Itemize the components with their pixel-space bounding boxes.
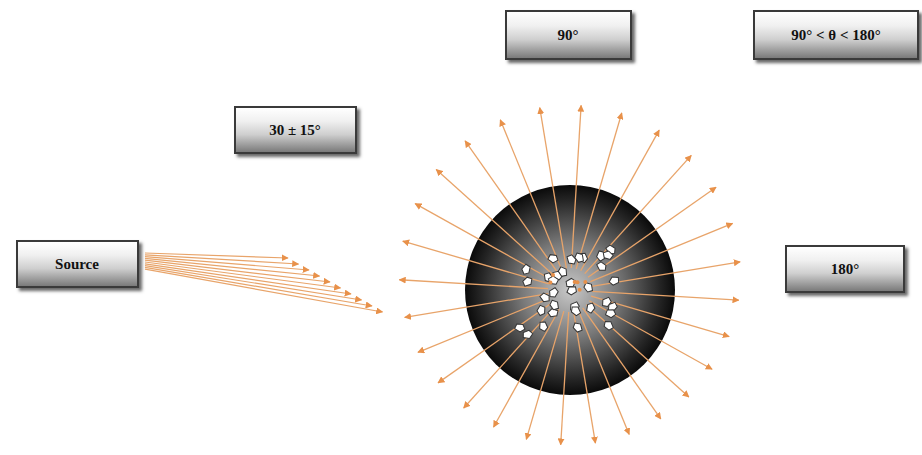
particle (538, 321, 548, 333)
particle (569, 304, 582, 317)
particle-dot (548, 280, 552, 284)
scattered-rays (399, 105, 740, 444)
scattering-sphere (465, 185, 675, 395)
scattered-ray (526, 311, 563, 439)
box-label: 90° (558, 26, 579, 44)
label-box: 30 ± 15° (234, 106, 357, 154)
particle (585, 302, 596, 314)
particle-dot (576, 280, 580, 284)
scattered-ray (586, 305, 689, 397)
scattered-ray (585, 155, 692, 273)
particle (549, 299, 561, 312)
incident-ray (145, 267, 372, 306)
particle (539, 292, 552, 304)
scattered-ray (561, 312, 569, 445)
scattered-ray (436, 170, 553, 276)
particle (583, 281, 595, 294)
particle (602, 249, 614, 260)
scattered-ray (588, 187, 716, 277)
particle (573, 251, 585, 264)
scattered-ray (589, 301, 712, 370)
incident-ray (145, 269, 383, 312)
incident-ray (145, 264, 351, 294)
scattered-ray (581, 130, 659, 271)
particle (565, 285, 577, 296)
particle-dot (583, 280, 587, 284)
scattered-ray (494, 309, 560, 427)
scattered-ray (438, 303, 552, 383)
label-box: Source (16, 240, 139, 288)
particle (514, 323, 526, 333)
particle (520, 263, 531, 275)
particle (595, 260, 608, 273)
particle (522, 330, 533, 340)
box-label: Source (55, 255, 99, 273)
particle-dot (551, 273, 555, 277)
particle (557, 265, 568, 277)
scattered-ray (590, 223, 732, 281)
label-box: 90° < θ < 180° (753, 10, 919, 60)
particle (572, 321, 584, 334)
incident-ray (145, 260, 330, 282)
particle (547, 253, 559, 264)
scattered-ray (500, 120, 561, 270)
label-box: 180° (785, 245, 905, 293)
particle-cluster (514, 244, 620, 340)
particle (608, 276, 620, 286)
scattered-ray (405, 294, 549, 318)
scattered-ray (571, 105, 581, 268)
scattered-ray (583, 308, 661, 419)
scattered-ray (540, 108, 567, 269)
incident-beam (145, 253, 383, 312)
scattered-ray (591, 296, 729, 336)
scattered-ray (576, 113, 622, 269)
scattered-ray (464, 306, 556, 408)
incident-ray (145, 266, 362, 300)
particle (602, 319, 615, 332)
particle (600, 296, 613, 309)
scattered-ray (415, 204, 551, 280)
scattered-ray (592, 262, 740, 287)
box-label: 30 ± 15° (269, 121, 321, 139)
scattered-ray (578, 310, 629, 434)
particle (605, 309, 616, 318)
particle-dot (578, 288, 582, 292)
scattered-ray (418, 298, 550, 352)
particle (536, 305, 546, 316)
label-box: 90° (505, 10, 632, 60)
particle (548, 309, 558, 317)
box-label: 90° < θ < 180° (791, 26, 880, 44)
particle (521, 275, 534, 287)
scattered-ray (465, 141, 557, 272)
scattered-ray (592, 291, 739, 300)
box-label: 180° (831, 260, 860, 278)
